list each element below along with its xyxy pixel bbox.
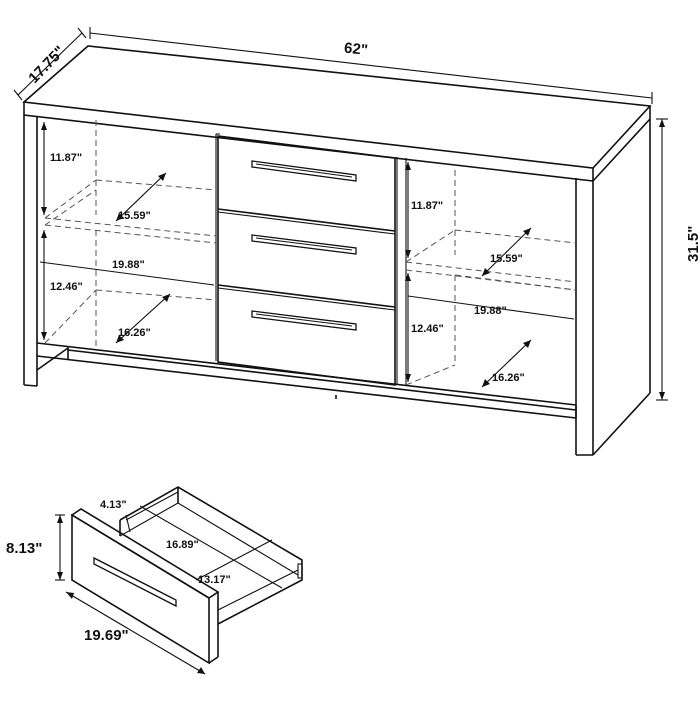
dresser-illustration <box>22 45 652 456</box>
right-glass-door <box>396 157 407 386</box>
right-lower-depth-label: 16.26" <box>492 372 525 384</box>
left-cabinet-interior <box>44 120 217 348</box>
drawer-detail-handle <box>93 556 177 608</box>
drawer-detail-illustration <box>55 486 303 675</box>
overall-depth-label: 17.75" <box>25 43 68 87</box>
drawer-inner-depth-label: 13.17" <box>198 574 231 586</box>
drawer-front-height-label: 8.13" <box>6 540 42 557</box>
dresser-top <box>22 45 652 182</box>
left-inner-width-label: 19.88" <box>112 259 145 271</box>
left-lower-depth-label: 16.26" <box>118 327 151 339</box>
left-lower-height-label: 12.46" <box>50 281 83 293</box>
drawer-inner-height-label: 4.13" <box>100 499 127 511</box>
right-side-panel <box>575 119 651 456</box>
drawer-inner-width-label: 16.89" <box>166 539 199 551</box>
right-upper-height-label: 11.87" <box>411 200 443 212</box>
right-lower-height-label: 12.46" <box>411 323 444 335</box>
drawer-handle-top <box>251 160 357 182</box>
dimension-lines <box>13 27 668 401</box>
overall-width-label: 62" <box>343 40 368 59</box>
overall-height-label: 31.5" <box>685 226 700 262</box>
right-cabinet-interior <box>405 170 577 386</box>
right-upper-depth-label: 15.59" <box>490 253 523 265</box>
right-inner-width-label: 19.88" <box>474 305 507 317</box>
drawer-handle-middle <box>251 234 357 255</box>
left-glass-door <box>36 116 220 361</box>
left-upper-height-label: 11.87" <box>50 152 82 164</box>
drawer-front-width-label: 19.69" <box>84 627 129 644</box>
bottom-rail <box>36 342 577 419</box>
drawer-handle-bottom <box>251 310 357 331</box>
center-drawer-stack <box>217 135 396 386</box>
left-upper-depth-label: 15.59" <box>118 210 151 222</box>
